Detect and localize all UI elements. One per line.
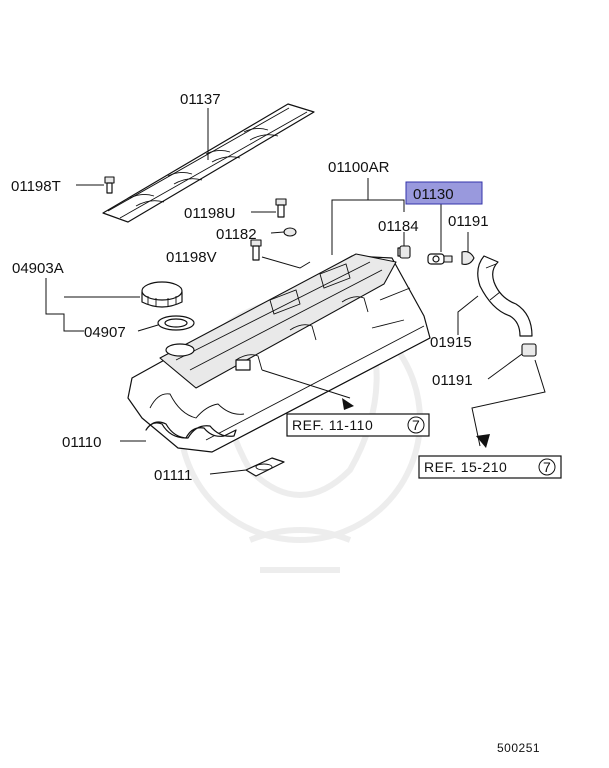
part-04903A-oil-cap xyxy=(141,281,183,308)
ref-box-11-110[interactable]: REF. 11-110 7 xyxy=(286,413,430,437)
label-01198V: 01198V xyxy=(166,249,217,266)
part-01915-hose xyxy=(477,255,533,337)
part-04907-gasket xyxy=(157,315,195,331)
part-01184-grommet xyxy=(399,245,411,259)
diagram-code: 500251 xyxy=(497,741,540,755)
label-04907: 04907 xyxy=(84,324,126,341)
label-01100AR: 01100AR xyxy=(328,159,390,176)
ref-11-110-text: REF. 11-110 xyxy=(292,417,373,433)
highlight-01130-box xyxy=(405,181,483,205)
label-01137: 01137 xyxy=(180,91,221,108)
label-01110: 01110 xyxy=(62,434,102,451)
part-01198T-bolt xyxy=(104,176,115,194)
label-01182: 01182 xyxy=(216,226,257,243)
part-01110-cover-gasket xyxy=(145,421,237,439)
ref-15-210-number: 7 xyxy=(543,459,551,475)
ref-15-210-text: REF. 15-210 xyxy=(424,459,507,475)
part-01111-plug-gasket xyxy=(245,457,285,477)
label-01198T: 01198T xyxy=(11,178,61,195)
part-01130-pcv-valve xyxy=(427,253,453,265)
label-01915: 01915 xyxy=(430,334,472,351)
part-01137-cover-plate xyxy=(102,103,315,223)
ref-arrows xyxy=(342,398,490,448)
label-01191-lower: 01191 xyxy=(432,372,473,389)
label-01191-upper: 01191 xyxy=(448,213,489,230)
ref-box-15-210[interactable]: REF. 15-210 7 xyxy=(418,455,562,479)
part-01100AR-rocker-cover xyxy=(127,247,431,453)
label-01198U: 01198U xyxy=(184,205,235,222)
leader-lines xyxy=(45,108,546,475)
part-01198U-bolt xyxy=(275,198,287,218)
label-01130[interactable]: 01130 xyxy=(413,186,454,203)
label-01111: 01111 xyxy=(154,467,192,484)
part-01191-clamp-lower xyxy=(521,343,537,357)
part-01191-clamp-upper xyxy=(461,251,475,265)
ref-11-110-number: 7 xyxy=(412,417,420,433)
label-01184: 01184 xyxy=(378,218,419,235)
part-01198V-bolt xyxy=(250,239,262,261)
part-01182-washer xyxy=(283,227,297,237)
label-04903A: 04903A xyxy=(12,260,64,277)
